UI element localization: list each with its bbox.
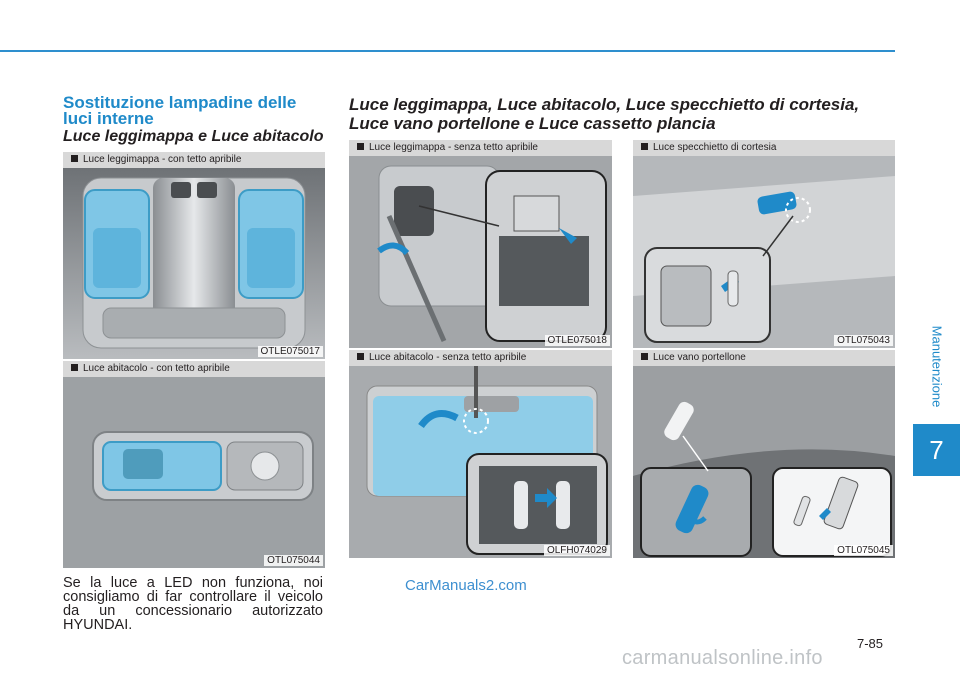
page-number: 7-85 bbox=[857, 636, 884, 651]
bullet-square-icon bbox=[71, 155, 78, 162]
room-lamp-sunroof-photo: OTL075044 bbox=[63, 377, 325, 568]
section-subtitle: Luce leggimappa e Luce abitacolo bbox=[63, 128, 324, 145]
bullet-square-icon bbox=[641, 143, 648, 150]
watermark-link[interactable]: CarManuals2.com bbox=[405, 577, 527, 594]
bullet-square-icon bbox=[641, 353, 648, 360]
body-paragraph: Se la luce a LED non funziona, noi consi… bbox=[63, 575, 323, 633]
chapter-number: 7 bbox=[913, 424, 960, 476]
bullet-square-icon bbox=[71, 364, 78, 371]
figure-caption: Luce vano portellone bbox=[633, 350, 895, 366]
section-title: Sostituzione lampadine delle luci intern… bbox=[63, 93, 297, 128]
figure-code: OLFH074029 bbox=[543, 545, 610, 556]
bottom-watermark: carmanualsonline.info bbox=[622, 647, 823, 669]
map-lamp-sunroof-photo: OTLE075017 bbox=[63, 168, 325, 359]
figure-caption: Luce leggimappa - senza tetto apribile bbox=[349, 140, 612, 156]
figure-code: OTLE075017 bbox=[257, 346, 323, 357]
figure-caption: Luce specchietto di cortesia bbox=[633, 140, 895, 156]
figure-code: OTL075044 bbox=[264, 555, 323, 566]
figure-caption: Luce abitacolo - senza tetto apribile bbox=[349, 350, 612, 366]
header-rule bbox=[0, 50, 895, 52]
room-lamp-no-sunroof-photo: OLFH074029 bbox=[349, 366, 612, 558]
bullet-square-icon bbox=[357, 353, 364, 360]
vanity-lamp-photo: OTL075043 bbox=[633, 156, 895, 348]
figure-code: OTLE075018 bbox=[544, 335, 610, 346]
figure-code: OTL075045 bbox=[834, 545, 893, 556]
figure-caption: Luce leggimappa - con tetto apribile bbox=[63, 152, 325, 168]
right-title: Luce leggimappa, Luce abitacolo, Luce sp… bbox=[349, 95, 860, 133]
map-lamp-no-sunroof-photo: OTLE075018 bbox=[349, 156, 612, 348]
figure-code: OTL075043 bbox=[834, 335, 893, 346]
chapter-tab-label: Manutenzione bbox=[929, 325, 945, 407]
figure-caption: Luce abitacolo - con tetto apribile bbox=[63, 361, 325, 377]
tailgate-lamp-photo: OTL075045 bbox=[633, 366, 895, 558]
chapter-tab: Manutenzione bbox=[913, 316, 960, 416]
bullet-square-icon bbox=[357, 143, 364, 150]
